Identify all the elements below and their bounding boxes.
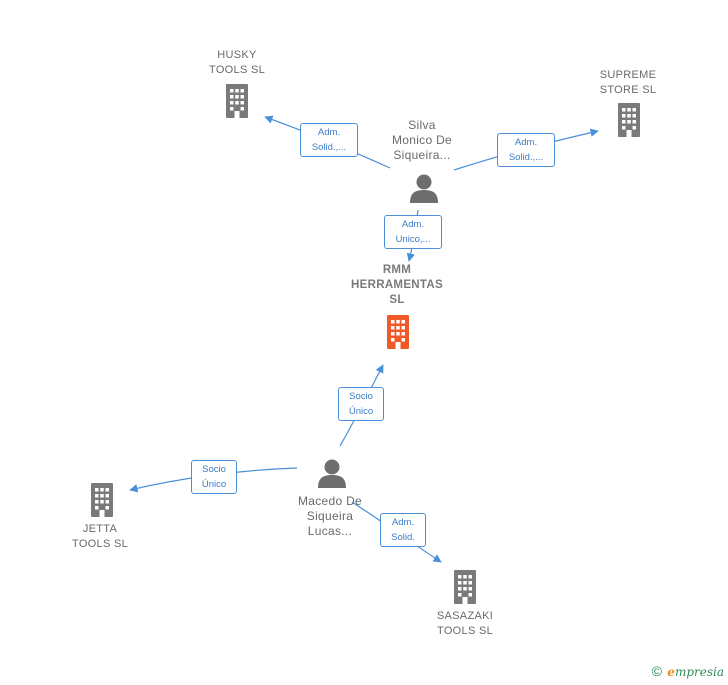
rmm-name-line2: HERRAMENTAS xyxy=(351,279,443,291)
macedo-name-line1: Macedo De xyxy=(297,494,363,508)
building-icon-supreme[interactable] xyxy=(618,103,640,137)
macedo-jetta-role-line2: Único xyxy=(201,479,227,490)
silva-name-line1: Silva xyxy=(408,118,436,132)
macedo-sasazaki-role-line2: Solid. xyxy=(391,532,415,543)
person-label-silva[interactable]: Silva Monico De Siqueira... xyxy=(376,118,468,163)
silva-supreme-role-line1: Adm. xyxy=(514,137,538,148)
silva-name-line2: Monico De xyxy=(391,133,453,147)
company-label-rmm[interactable]: RMM HERRAMENTAS SL xyxy=(341,263,453,308)
silva-husky-role-line1: Adm. xyxy=(317,127,341,138)
edge-label-macedo-rmm[interactable]: Socio Único xyxy=(338,387,384,421)
rmm-name-line3: SL xyxy=(389,294,405,306)
supreme-name-line2: STORE SL xyxy=(599,84,657,96)
building-icon-sasazaki[interactable] xyxy=(454,570,476,604)
copyright-symbol: © xyxy=(651,663,662,679)
husky-name-line2: TOOLS SL xyxy=(209,64,265,76)
macedo-sasazaki-role-line1: Adm. xyxy=(391,517,415,528)
supreme-name-line1: SUPREME xyxy=(599,69,657,81)
silva-rmm-role-line2: Unico,... xyxy=(395,234,431,245)
company-label-sasazaki[interactable]: SASAZAKI TOOLS SL xyxy=(424,609,506,639)
silva-husky-role-line2: Solid.,... xyxy=(311,142,347,153)
brand-initial: e xyxy=(667,665,675,679)
edge-label-silva-supreme[interactable]: Adm. Solid.,... xyxy=(497,133,555,167)
building-icon-husky[interactable] xyxy=(226,84,248,118)
building-icon-rmm[interactable] xyxy=(387,315,409,349)
edge-label-silva-husky[interactable]: Adm. Solid.,... xyxy=(300,123,358,157)
sasazaki-name-line1: SASAZAKI xyxy=(436,610,494,622)
macedo-name-line2: Siqueira xyxy=(306,509,354,523)
husky-name-line1: HUSKY xyxy=(217,49,257,61)
person-icon-macedo[interactable] xyxy=(318,459,346,489)
macedo-name-line3: Lucas... xyxy=(307,524,353,538)
jetta-name-line1: JETTA xyxy=(82,523,118,535)
building-icon-jetta[interactable] xyxy=(91,483,113,517)
silva-name-line3: Siqueira... xyxy=(393,148,451,162)
sasazaki-name-line2: TOOLS SL xyxy=(437,625,493,637)
brand-name: mpresia xyxy=(674,665,724,679)
company-label-jetta[interactable]: JETTA TOOLS SL xyxy=(60,522,140,552)
macedo-jetta-role-line1: Socio xyxy=(202,464,226,475)
edge-label-macedo-jetta[interactable]: Socio Único xyxy=(191,460,237,494)
macedo-rmm-role-line1: Socio xyxy=(349,391,373,402)
edge-label-silva-rmm[interactable]: Adm. Unico,... xyxy=(384,215,442,249)
macedo-rmm-role-line2: Único xyxy=(348,406,374,417)
company-label-husky[interactable]: HUSKY TOOLS SL xyxy=(196,48,278,78)
company-label-supreme[interactable]: SUPREME STORE SL xyxy=(586,68,670,98)
silva-rmm-role-line1: Adm. xyxy=(401,219,425,230)
rmm-name-line1: RMM xyxy=(382,264,412,276)
edge-label-macedo-sasazaki[interactable]: Adm. Solid. xyxy=(380,513,426,547)
silva-supreme-role-line2: Solid.,... xyxy=(508,152,544,163)
person-label-macedo[interactable]: Macedo De Siqueira Lucas... xyxy=(284,494,376,539)
jetta-name-line2: TOOLS SL xyxy=(72,538,128,550)
empresia-watermark: © empresia xyxy=(652,663,724,679)
person-icon-silva[interactable] xyxy=(410,174,438,204)
